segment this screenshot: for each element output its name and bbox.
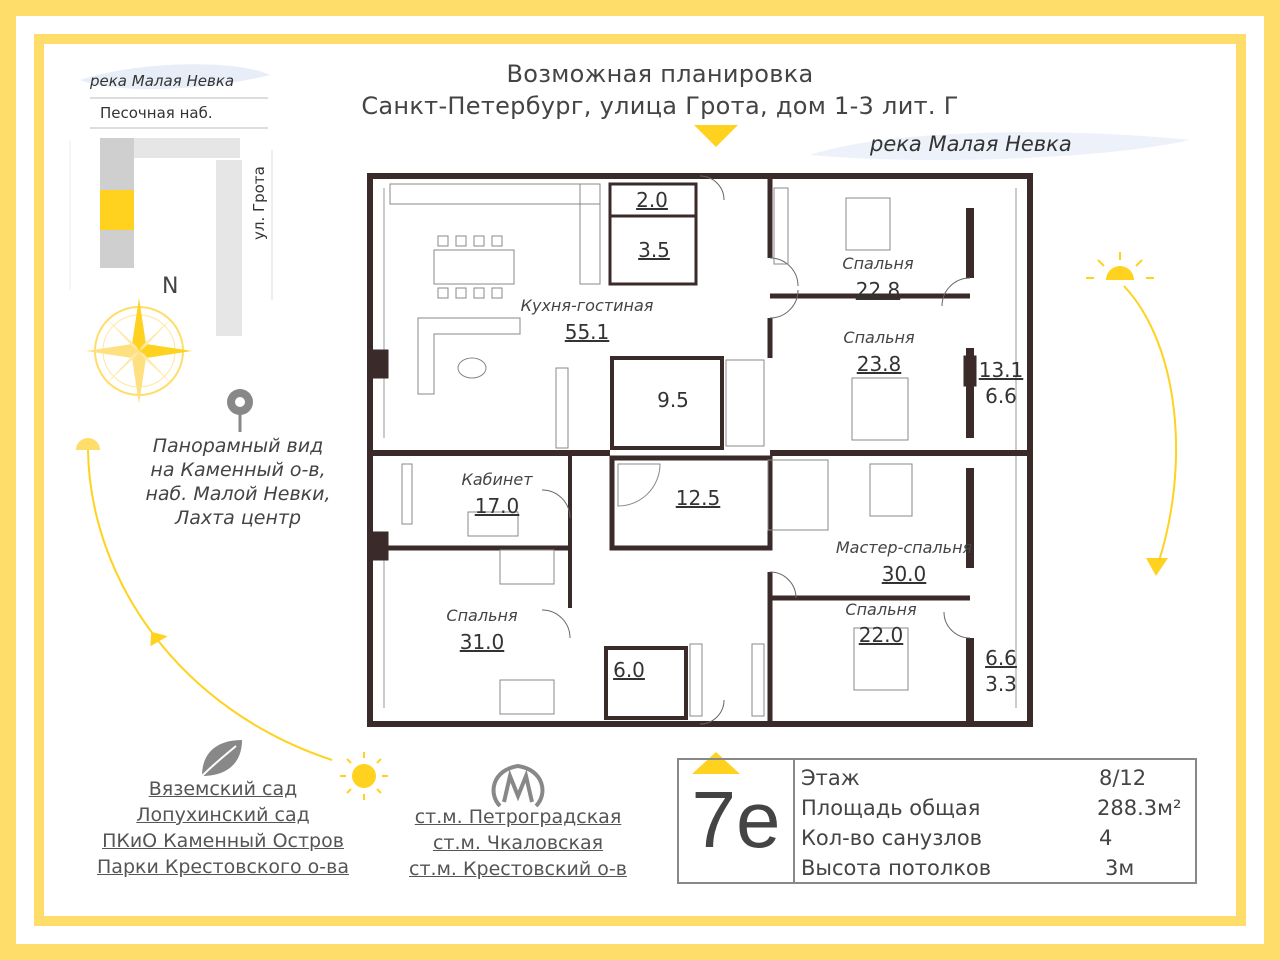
room-area-bath2: 12.5 (675, 486, 721, 510)
room-area-bath3: 6.0 (613, 658, 645, 682)
entrance-arrow-top (694, 125, 738, 147)
apartment-info-box: 7е Этаж 8/12 Площадь общая 288.3м² Кол-в… (677, 758, 1197, 884)
metro-link[interactable]: ст.м. Чкаловская (432, 832, 604, 854)
compass-icon (86, 298, 192, 404)
info-label-floor: Этаж (801, 766, 860, 790)
room-name-master: Мастер-спальня (835, 538, 973, 557)
sun-path-right (1086, 252, 1178, 576)
balcony2-area: 6.6 (985, 646, 1017, 670)
page-title-line1: Возможная планировка (506, 60, 814, 88)
balcony1-sub-area: 6.6 (985, 384, 1017, 408)
balcony2-sub-area: 3.3 (985, 672, 1017, 696)
location-pin-icon (227, 389, 253, 432)
apartment-code: 7е (679, 760, 795, 882)
info-label-ceiling: Высота потолков (801, 856, 992, 880)
metro-list: ст.м. Петроградская ст.м. Чкаловская ст.… (390, 804, 646, 882)
room-area-wc1: 2.0 (636, 188, 668, 212)
sun-path-left (76, 438, 333, 761)
room-name-kitchen: Кухня-гостиная (520, 296, 654, 315)
panoramic-view-text: Панорамный вид на Каменный о-в, наб. Мал… (145, 435, 331, 529)
room-name-bed2: Спальня (843, 328, 915, 347)
room-area-bed1: 22.8 (855, 278, 901, 302)
room-area-bath1: 9.5 (657, 388, 689, 412)
park-link[interactable]: Лопухинский сад (136, 804, 310, 826)
info-label-bathrooms: Кол-во санузлов (801, 826, 983, 850)
page-title-line2: Санкт-Петербург, улица Грота, дом 1-3 ли… (361, 92, 959, 120)
metro-link[interactable]: ст.м. Петроградская (414, 806, 622, 828)
metro-link[interactable]: ст.м. Крестовский о-в (409, 858, 627, 880)
park-link[interactable]: Вяземский сад (148, 778, 298, 800)
info-value-ceiling: 3м (1105, 856, 1135, 880)
room-area-bed2: 23.8 (856, 352, 902, 376)
room-area-office: 17.0 (474, 494, 520, 518)
map-embankment-label: Песочная наб. (100, 104, 213, 122)
room-name-bed4: Спальня (845, 600, 917, 619)
river-brush (810, 132, 1190, 160)
metro-icon (491, 763, 545, 808)
balcony1-area: 13.1 (978, 358, 1024, 382)
map-street-label: ул. Грота (250, 166, 268, 240)
room-name-office: Кабинет (461, 470, 533, 489)
park-link[interactable]: Парки Крестовского о-ва (97, 856, 349, 878)
sun-icon (340, 752, 388, 800)
room-name-bed1: Спальня (842, 254, 914, 273)
room-area-master: 30.0 (881, 562, 927, 586)
room-area-wc2: 3.5 (638, 238, 670, 262)
inner-frame (34, 34, 1246, 926)
info-value-floor: 8/12 (1099, 766, 1147, 790)
room-name-bed3: Спальня (446, 606, 518, 625)
north-label: N (162, 274, 179, 299)
info-value-area: 288.3м² (1097, 796, 1182, 820)
info-label-area: Площадь общая (801, 796, 981, 820)
leaf-icon (201, 740, 242, 777)
floor-plan (367, 173, 1033, 727)
info-value-bathrooms: 4 (1099, 826, 1113, 850)
location-map (69, 64, 273, 336)
parks-list: Вяземский сад Лопухинский сад ПКиО Камен… (70, 776, 376, 880)
room-area-bed3: 31.0 (459, 630, 505, 654)
room-area-bed4: 22.0 (858, 623, 904, 647)
map-river-label: река Малая Невка (90, 72, 235, 90)
entrance-arrow-bottom (692, 752, 740, 774)
park-link[interactable]: ПКиО Каменный Остров (102, 830, 344, 852)
room-area-kitchen: 55.1 (564, 320, 610, 344)
river-label: река Малая Невка (870, 132, 1072, 156)
